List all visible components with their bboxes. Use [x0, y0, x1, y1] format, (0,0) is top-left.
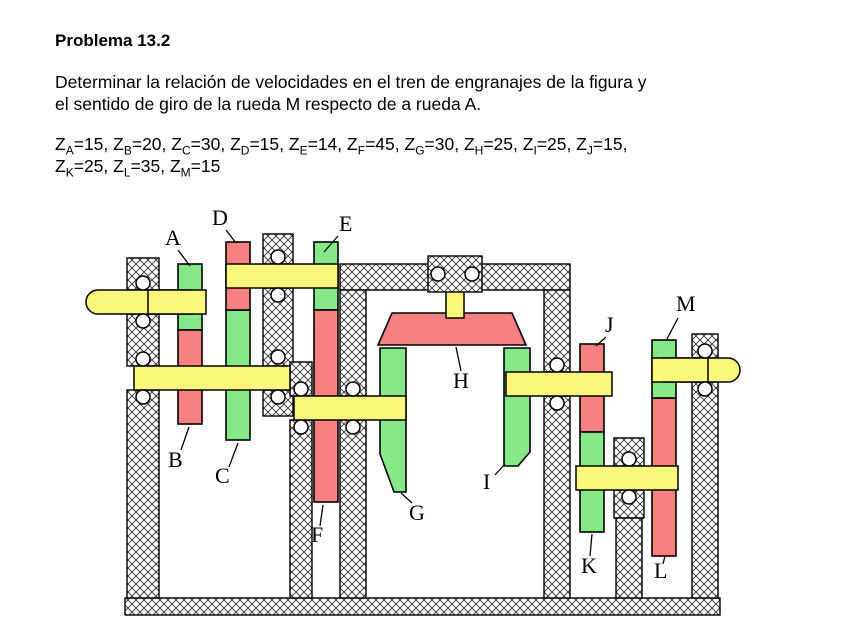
bearing-ball	[135, 389, 151, 405]
bearing-ball	[293, 381, 309, 397]
label-a: A	[165, 225, 181, 250]
gear-h	[376, 312, 528, 346]
teeth-count-g: ZG=30,	[404, 134, 464, 158]
countershaft-bc	[133, 365, 291, 391]
label-l-leader	[662, 555, 666, 565]
gear-labels: A B C D E F G H I J K L M	[165, 205, 696, 583]
label-l: L	[654, 558, 667, 583]
teeth-count-k: ZK=25,	[55, 156, 114, 180]
label-j-leader	[595, 336, 607, 347]
label-i: I	[483, 469, 490, 494]
bearing-ball	[270, 249, 286, 265]
label-b-leader	[180, 426, 190, 451]
bearing-ball	[270, 389, 286, 405]
enclosure-left-wall-upper	[339, 289, 367, 397]
statement-line-2: el sentido de giro de la rueda M respect…	[55, 94, 482, 114]
teeth-count-f: ZF=45,	[347, 134, 405, 158]
label-h-leader	[455, 346, 462, 372]
gear-teeth-list: ZA=15, ZB=20, ZC=30, ZD=15, ZE=14, ZF=45…	[55, 133, 800, 180]
label-a-leader	[177, 249, 191, 267]
bearing-ball	[697, 343, 713, 359]
shafts	[85, 263, 741, 491]
shaft-fg	[293, 395, 407, 421]
label-m-leader	[666, 317, 679, 340]
bearing-ball	[621, 489, 637, 505]
bearing-ball	[345, 419, 361, 435]
bearing-ball	[430, 266, 446, 282]
right-wall-main	[691, 381, 719, 599]
shaft-ij	[505, 371, 613, 397]
shaft-kl	[575, 465, 679, 491]
enclosure-right-wall-lower	[543, 395, 571, 599]
label-g-leader	[400, 492, 413, 504]
label-h: H	[453, 368, 469, 393]
top-shaft-de	[225, 263, 339, 289]
input-shaft-body	[147, 289, 207, 315]
bearing-ball	[135, 351, 151, 367]
bearing-ball	[135, 313, 151, 329]
label-k: K	[581, 553, 597, 578]
enclosure-left-wall-lower	[339, 419, 367, 599]
label-f-leader	[319, 504, 324, 527]
bearing-ball	[270, 349, 286, 365]
label-j: J	[605, 312, 614, 337]
bearing-ball	[549, 395, 565, 411]
teeth-count-l: ZL=35,	[113, 156, 170, 180]
label-m: M	[676, 291, 696, 316]
bearing-ball	[135, 275, 151, 291]
label-e: E	[339, 211, 352, 236]
teeth-count-h: ZH=25,	[463, 134, 523, 158]
teeth-count-e: ZE=14,	[288, 134, 348, 158]
teeth-count-c: ZC=30,	[171, 134, 231, 158]
label-d: D	[212, 205, 228, 230]
label-e-leader	[323, 235, 339, 253]
gear-i	[503, 347, 531, 467]
teeth-count-a: ZA=15,	[55, 134, 114, 158]
inner-wall	[289, 419, 313, 599]
problem-title: Problema 13.2	[55, 31, 171, 50]
teeth-count-d: ZD=15,	[230, 134, 289, 158]
label-f: F	[311, 522, 323, 547]
label-b: B	[168, 447, 183, 472]
label-c-leader	[228, 442, 239, 468]
bearing-ball	[697, 381, 713, 397]
problem-statement: Determinar la relación de velocidades en…	[55, 71, 800, 115]
bearing-ball	[464, 266, 480, 282]
bearing-ball	[345, 381, 361, 397]
housing	[124, 233, 721, 616]
housing-bottom-strip	[124, 597, 721, 616]
label-g: G	[409, 500, 425, 525]
teeth-count-m: ZM=15	[169, 156, 221, 180]
bearing-ball	[293, 419, 309, 435]
teeth-count-b: ZB=20,	[113, 134, 172, 158]
pedestal-pillar	[615, 517, 643, 599]
teeth-count-j: ZJ=15,	[576, 134, 628, 158]
label-i-leader	[494, 463, 506, 476]
label-d-leader	[225, 229, 237, 244]
statement-line-1: Determinar la relación de velocidades en…	[55, 72, 647, 92]
bearing-ball	[549, 357, 565, 373]
label-c: C	[215, 463, 230, 488]
bearing-ball	[270, 287, 286, 303]
left-wall-lower	[126, 389, 160, 599]
label-k-leader	[589, 533, 593, 557]
output-shaft-body	[651, 357, 709, 383]
leader-lines	[177, 229, 679, 565]
teeth-count-i: ZI=25,	[522, 134, 577, 158]
bearings	[135, 249, 713, 505]
bearing-ball	[621, 451, 637, 467]
